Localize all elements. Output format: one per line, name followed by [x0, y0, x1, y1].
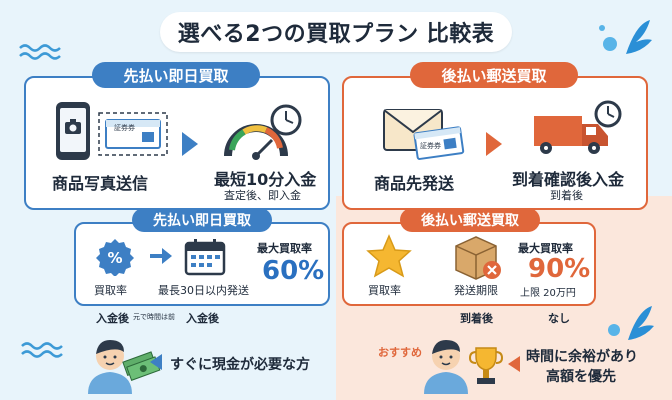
left-footer-left: 入金後	[96, 312, 129, 325]
wave-icon	[21, 342, 63, 358]
coupon-text: 証券券	[420, 142, 441, 150]
right-footer-left: 到着後	[460, 312, 493, 325]
smartphone-camera-icon	[56, 102, 90, 160]
arrow-right-icon	[150, 248, 172, 264]
arrow-right-icon	[486, 132, 502, 156]
left-footer-small: 元で時間は前	[133, 313, 175, 321]
right-recommend-line1: 時間に余裕があり	[526, 349, 638, 365]
bubble-splash-icon	[599, 20, 652, 54]
speed-gauge-clock-icon	[224, 104, 302, 160]
bubble-splash-icon	[608, 306, 654, 340]
arrow-left-icon	[508, 356, 520, 372]
left-footer-right: 入金後	[186, 312, 219, 325]
star-icon	[366, 234, 412, 278]
left-ship-label: 最長30日以内発送	[158, 284, 249, 297]
right-step1-label: 商品先発送	[374, 174, 455, 193]
coupon-text: 証券券	[114, 124, 135, 132]
coupon-ticket-icon	[98, 112, 168, 156]
right-footer-right: なし	[548, 312, 570, 325]
left-recommend-text: すぐに現金が必要な方	[170, 357, 310, 373]
person-with-trophy-icon	[424, 340, 504, 394]
percent-badge-icon: %	[96, 239, 134, 276]
right-step2-sub: 到着後	[550, 189, 583, 202]
left-step2-sub: 査定後、即入金	[224, 189, 301, 202]
right-recommend-line2: 高額を優先	[546, 369, 616, 385]
right-max-rate-label: 最大買取率	[518, 242, 573, 255]
right-plan-header: 後払い郵送買取	[410, 62, 578, 88]
arrow-right-icon	[182, 132, 198, 156]
right-max-rate-value: 90%	[528, 254, 591, 284]
recommended-badge: おすすめ	[378, 346, 422, 359]
left-max-rate-label: 最大買取率	[257, 242, 312, 255]
right-max-rate-sub: 上限 20万円	[520, 288, 576, 299]
left-max-rate-value: 60%	[262, 256, 325, 286]
page-title: 選べる2つの買取プラン 比較表	[160, 12, 512, 52]
arrow-left-icon	[150, 354, 162, 370]
right-detail-header: 後払い郵送買取	[400, 208, 540, 232]
wave-icon	[19, 44, 61, 60]
left-rate-label: 買取率	[94, 284, 127, 297]
envelope-coupon-icon	[383, 109, 465, 160]
box-cancel-icon	[455, 236, 501, 280]
calendar-icon	[184, 239, 226, 276]
left-step2-label: 最短10分入金	[214, 170, 317, 189]
left-detail-header: 先払い即日買取	[132, 208, 272, 232]
person-holding-cash-icon	[88, 340, 161, 394]
right-step2-label: 到着確認後入金	[512, 170, 625, 189]
left-step1-label: 商品写真送信	[52, 174, 149, 193]
right-rate-label: 買取率	[368, 284, 401, 297]
right-ship-label: 発送期限	[454, 284, 498, 297]
svg-text:%: %	[107, 249, 122, 267]
left-plan-header: 先払い即日買取	[92, 62, 260, 88]
delivery-truck-clock-icon	[534, 100, 622, 154]
